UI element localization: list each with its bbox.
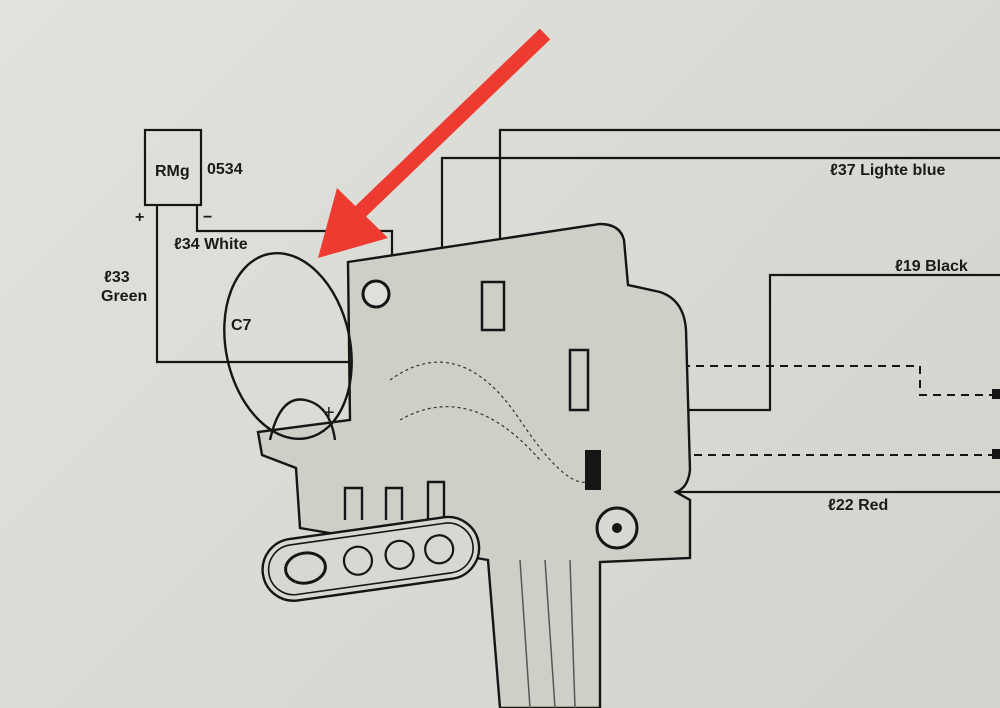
label-l37-light-blue: ℓ37 Lighte blue [830,162,945,179]
capacitor-c7 [223,251,353,441]
label-l19-black: ℓ19 Black [895,258,968,275]
circuit-board-outline [256,222,692,708]
capacitor-c7-label: C7 [231,317,252,334]
label-l33-number: ℓ33 [104,269,130,286]
rmg-code: 0534 [207,161,243,178]
rmg-plus-terminal: + [135,209,144,226]
rmg-component-box [143,128,203,207]
red-arrow-annotation [318,28,551,258]
label-l33-green: Green [101,288,147,305]
rmg-minus-terminal: − [203,209,212,226]
rmg-label: RMg [155,163,190,180]
wire-dashed-upper [640,365,1000,396]
capacitor-plus-marker: + [323,402,335,424]
connector-plate [261,515,481,602]
wire-l19-black [665,273,1000,412]
label-l22-red: ℓ22 Red [828,497,888,514]
label-l34-white: ℓ34 White [174,236,248,253]
